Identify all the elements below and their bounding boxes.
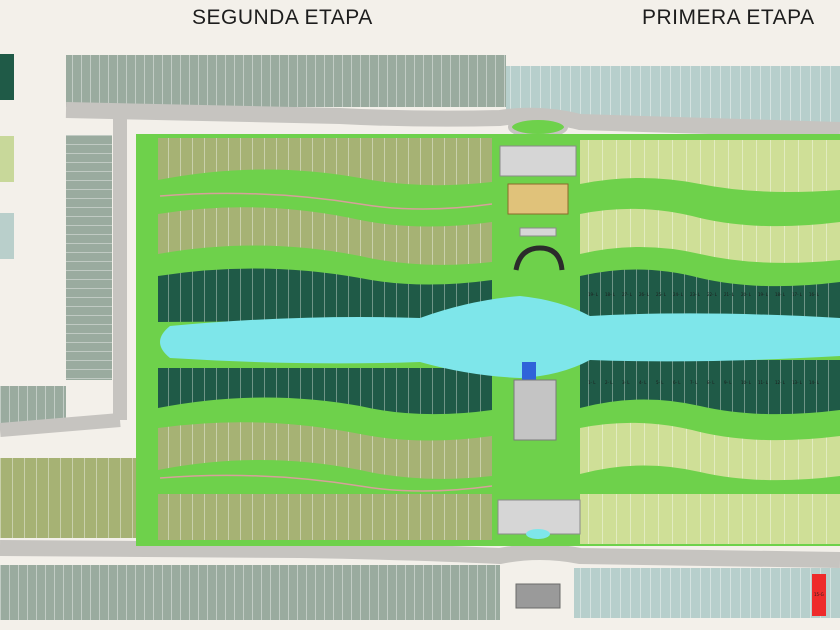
lot-label[interactable]: 20- L (741, 292, 752, 297)
premium-lot-labels-bottom: 1- L 2- L 3- L 4- L 5- L 6- L 7- L 8- L 9- L 10- … (588, 380, 820, 385)
lots-row-d-left (158, 368, 492, 415)
gatehouse (515, 583, 561, 609)
lots-row-b-left (158, 207, 492, 265)
lot-label[interactable]: 22- L (707, 292, 718, 297)
clubhouse-south (513, 379, 557, 441)
lot-label[interactable]: 1- L (588, 380, 596, 385)
lot-label[interactable]: 6- L (673, 380, 681, 385)
lots-row-a-right (580, 140, 840, 192)
road-south (0, 540, 840, 568)
fountain (526, 529, 550, 539)
lot-label[interactable]: 26- L (639, 292, 650, 297)
lots-bottom-right-band (574, 568, 840, 618)
stage-title-first: PRIMERA ETAPA (642, 6, 815, 29)
premium-lot-labels-top: 19- L 18- L 27- L 26- L 25- L 24- L 23- L 22- L… (588, 292, 820, 297)
lot-label[interactable]: 4- L (639, 380, 647, 385)
road-north (65, 102, 840, 138)
lot-label[interactable]: 24- L (673, 292, 684, 297)
lot-label[interactable]: 18- L (605, 292, 616, 297)
lot-label[interactable]: 13- L (792, 380, 803, 385)
masterplan-map: 19- L 18- L 27- L 26- L 25- L 24- L 23- L 22- L… (0, 55, 840, 620)
lot-label[interactable]: 2- L (605, 380, 613, 385)
lots-row-a-left (158, 138, 492, 186)
lots-row-e-right (580, 422, 840, 481)
lot-label[interactable]: 11- L (758, 380, 769, 385)
amphitheater (513, 245, 565, 271)
highlighted-lot-label: 15-G (814, 592, 824, 597)
lots-row-f-left (158, 494, 492, 540)
parking-south (497, 499, 581, 535)
lot-label[interactable]: 21- L (724, 292, 735, 297)
lot-label[interactable]: 7- L (690, 380, 698, 385)
lots-row-c-left (158, 268, 492, 322)
clubhouse-north (499, 145, 577, 177)
legend-swatch-premium[interactable] (0, 54, 14, 100)
lot-label[interactable]: 25- L (656, 292, 667, 297)
walking-path-south (159, 474, 493, 492)
lot-label[interactable]: 27- L (622, 292, 633, 297)
road-southwest (0, 413, 121, 437)
parking-north (519, 227, 557, 237)
lot-label[interactable]: 18- L (775, 292, 786, 297)
lot-label[interactable]: 16- L (809, 292, 820, 297)
lot-label[interactable]: 8- L (707, 380, 715, 385)
central-lake (160, 296, 840, 378)
lots-left-column (66, 135, 112, 380)
lot-label[interactable]: 9- L (724, 380, 732, 385)
roundabout-north (508, 116, 568, 138)
lots-row-c-right (580, 269, 840, 322)
legend-swatch-sold[interactable] (0, 213, 14, 259)
stage-title-second: SEGUNDA ETAPA (192, 6, 373, 29)
tennis-courts (507, 183, 569, 215)
lot-label[interactable]: 10- L (741, 380, 752, 385)
walking-path-north (159, 192, 493, 210)
lots-row-e-left (158, 422, 492, 479)
lot-label[interactable]: 3- L (622, 380, 630, 385)
lot-label[interactable]: 5- L (656, 380, 664, 385)
lot-label[interactable]: 17- L (792, 292, 803, 297)
highlighted-lot (812, 574, 826, 616)
lots-row-b-right (580, 208, 840, 263)
lots-row-d-right (580, 360, 840, 415)
lots-top-left-band (66, 55, 506, 107)
pool (522, 362, 536, 380)
lots-bottom-left-band (0, 565, 500, 620)
lot-label[interactable]: 14- L (809, 380, 820, 385)
lot-label[interactable]: 12- L (775, 380, 786, 385)
legend-swatch-standard[interactable] (0, 136, 14, 182)
lot-label[interactable]: 19- L (588, 292, 599, 297)
lot-label[interactable]: 23- L (690, 292, 701, 297)
lot-label[interactable]: 19- L (758, 292, 769, 297)
lots-bottom-left-block (0, 458, 136, 538)
lots-row-f-right (580, 494, 840, 544)
